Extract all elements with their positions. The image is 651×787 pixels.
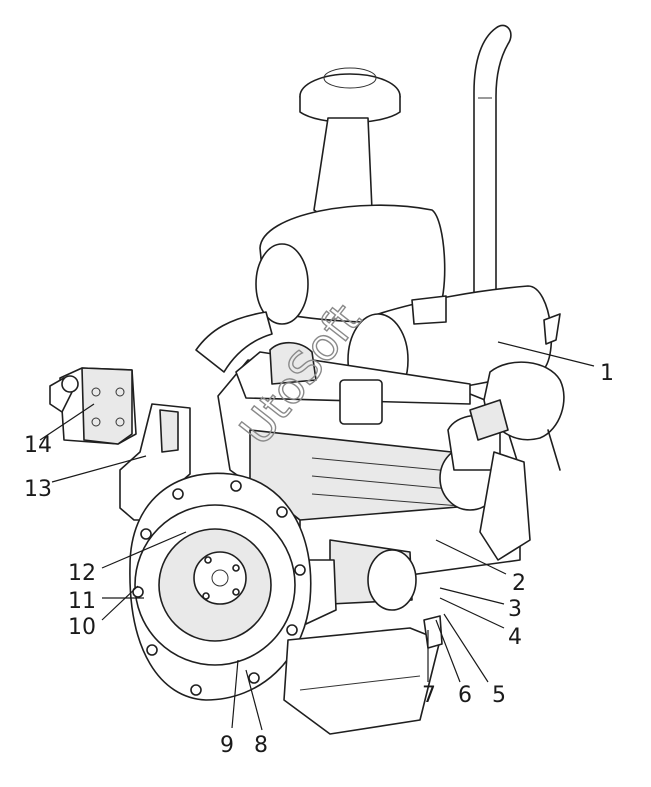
callout-labels: 1 2 3 4 5 6 7 8 9 10 11 12 13 14 <box>24 361 614 758</box>
flywheel-housing-part <box>129 472 312 701</box>
callout-4: 4 <box>508 625 522 650</box>
air-cleaner-part <box>195 67 446 373</box>
leader-lines <box>39 341 595 731</box>
callout-5: 5 <box>492 683 506 708</box>
mounting-bracket-part <box>49 367 137 445</box>
exhaust-pipe-part <box>473 24 512 301</box>
callout-10: 10 <box>68 615 96 640</box>
engine-block-part <box>217 341 521 625</box>
compressor-part <box>439 361 565 561</box>
callout-14: 14 <box>24 433 52 458</box>
callout-6: 6 <box>458 683 472 708</box>
callout-3: 3 <box>508 597 522 622</box>
callout-11: 11 <box>68 589 96 614</box>
oil-pan-part <box>283 615 443 735</box>
callout-7: 7 <box>422 683 436 708</box>
callout-13: 13 <box>24 477 52 502</box>
callout-12: 12 <box>68 561 96 586</box>
housing-bolts <box>132 480 306 696</box>
callout-2: 2 <box>512 571 526 596</box>
callout-9: 9 <box>220 733 234 758</box>
callout-8: 8 <box>254 733 268 758</box>
callout-1: 1 <box>600 361 614 386</box>
